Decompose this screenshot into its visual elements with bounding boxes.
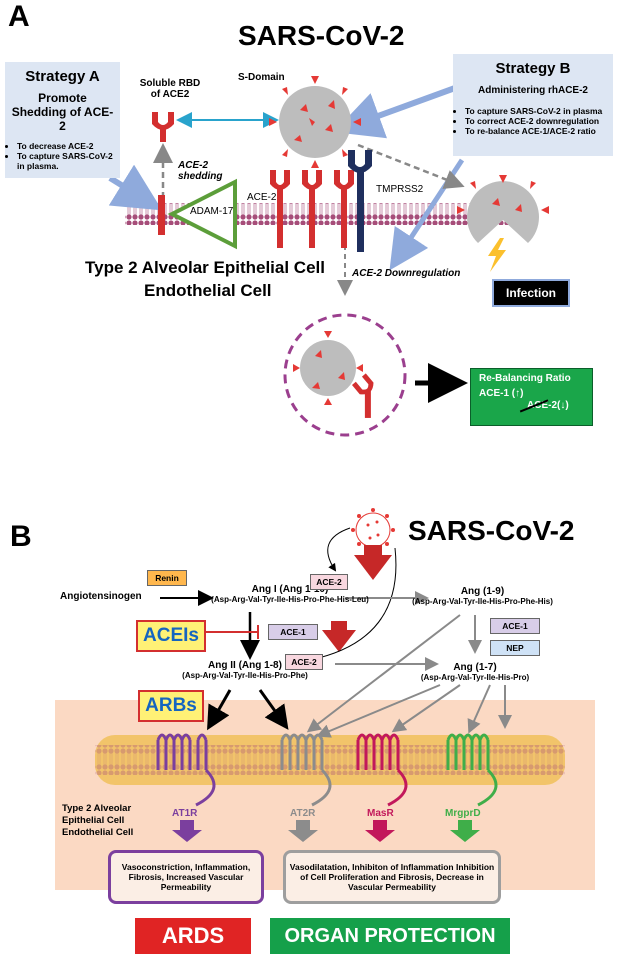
adam17-label: ADAM-17 xyxy=(190,206,234,217)
rebalancing-ace2: ACE-2(↓) xyxy=(527,400,569,411)
ace2-receptors xyxy=(270,170,354,248)
infecting-virion xyxy=(457,175,549,272)
rebalancing-box: Re-Balancing Ratio ACE-1 (↑) ACE-2(↓) xyxy=(470,368,593,426)
ang1-name: Ang I (Ang 1-10) xyxy=(251,584,329,595)
panel-b-letter: B xyxy=(10,520,32,553)
ang1-node: Ang I (Ang 1-10) (Asp-Arg-Val-Tyr-Ile-Hi… xyxy=(200,584,380,604)
outcome-bad-box: Vasoconstriction, Inflammation, Fibrosis… xyxy=(108,850,264,904)
at1r-down-arrow xyxy=(172,830,202,842)
ang2-node: Ang II (Ang 1-8) (Asp-Arg-Val-Tyr-Ile-Hi… xyxy=(165,660,325,680)
ards-badge: ARDS xyxy=(135,918,251,954)
ang17-to-mrgprd xyxy=(467,684,491,734)
shed-ace2-stub xyxy=(158,195,165,235)
strategy-a-arrow xyxy=(108,164,163,211)
cell-label-b: Type 2 Alveolar Epithelial Cell Endothel… xyxy=(62,803,133,839)
strategy-b-arrow-virus xyxy=(333,85,457,139)
cell-type-label-line2: Endothelial Cell xyxy=(144,281,272,300)
ang19-seq: (Asp-Arg-Val-Tyr-Ile-His-Pro-Phe-His) xyxy=(412,597,553,606)
tmprss2-receptor xyxy=(348,150,372,252)
strategy-a-bullet: To capture SARS-CoV-2 in plasma. xyxy=(17,151,120,171)
cell-label-line3: Endothelial Cell xyxy=(62,827,134,838)
cell-label-line2: Epithelial Cell xyxy=(62,815,125,826)
at2r-down-arrow xyxy=(288,830,318,842)
at2r-receptor xyxy=(280,733,332,807)
aceis-box: ACEIs xyxy=(136,620,206,652)
rebalancing-ace1: ACE-1 (↑) xyxy=(479,388,524,399)
adam17-triangle xyxy=(167,178,237,250)
panel-a-letter: A xyxy=(8,0,30,33)
strategy-b-bullets: To capture SARS-CoV-2 in plasma To corre… xyxy=(453,106,613,136)
mrgprd-receptor xyxy=(446,733,498,807)
ace2-shedding-label: ACE-2 shedding xyxy=(178,160,223,182)
ace2-downregulation-label: ACE-2 Downregulation xyxy=(352,268,461,279)
strategy-b-subheading: Administering rhACE-2 xyxy=(477,85,588,96)
ang19-node: Ang (1-9) (Asp-Arg-Val-Tyr-Ile-His-Pro-P… xyxy=(395,586,570,606)
at2r-label: AT2R xyxy=(290,808,316,819)
ang2-seq: (Asp-Arg-Val-Tyr-Ile-His-Pro-Phe) xyxy=(182,671,308,680)
ang2-to-at1r-arrow xyxy=(207,689,232,731)
captured-virion xyxy=(293,331,374,418)
panel-a-title: SARS-CoV-2 xyxy=(238,20,405,51)
ace1-box-mid: ACE-1 xyxy=(268,624,318,640)
tmprss2-label: TMPRSS2 xyxy=(376,184,424,195)
renin-box: Renin xyxy=(147,570,187,586)
ang2-name: Ang II (Ang 1-8) xyxy=(208,660,282,671)
strategy-a-box: Strategy A Promote Shedding of ACE-2 To … xyxy=(5,62,120,178)
ace2-label: ACE-2 xyxy=(247,192,277,203)
ang17-seq: (Asp-Arg-Val-Tyr-Ile-His-Pro) xyxy=(420,673,530,682)
virus-to-ace2-low-curve xyxy=(308,547,397,663)
s-domain-label: S-Domain xyxy=(238,72,285,83)
ang19-to-at2r xyxy=(306,614,461,733)
sars-cov-2-icon-b xyxy=(351,508,395,552)
cell-label-line1: Type 2 Alveolar xyxy=(62,803,132,814)
ace2-box-low: ACE-2 xyxy=(285,654,323,670)
soluble-ace2-receptor xyxy=(152,112,174,142)
ang19-name: Ang (1-9) xyxy=(460,586,505,597)
panel-b-title: SARS-CoV-2 xyxy=(408,515,575,546)
strategy-a-bullet: To decrease ACE-2 xyxy=(17,141,120,151)
arbs-box: ARBs xyxy=(138,690,204,722)
red-down-arrow-1 xyxy=(354,555,392,580)
ang17-node: Ang (1-7) (Asp-Arg-Val-Tyr-Ile-His-Pro) xyxy=(400,662,550,682)
mrgprd-down-arrow xyxy=(450,830,480,842)
strategy-b-box: Strategy B Administering rhACE-2 To capt… xyxy=(453,54,613,156)
masr-down-arrow xyxy=(365,830,395,842)
sars-cov-2-virion xyxy=(269,76,361,168)
ace1-box-right: ACE-1 xyxy=(490,618,540,634)
virus-to-ace2-curve xyxy=(327,527,351,572)
strategy-b-bullet: To correct ACE-2 downregulation xyxy=(465,116,613,126)
nep-box: NEP xyxy=(490,640,540,656)
lightning-icon xyxy=(488,238,506,272)
organ-protection-badge: ORGAN PROTECTION xyxy=(270,918,510,954)
mrgprd-label: MrgprD xyxy=(445,808,481,819)
rebalancing-title: Re-Balancing Ratio xyxy=(479,373,571,384)
outcome-good-box: Vasodilatation, Inhibiton of Inflammatio… xyxy=(283,850,501,904)
at1r-receptor xyxy=(156,733,216,807)
strategy-a-heading: Strategy A xyxy=(25,68,100,85)
ang17-to-masr xyxy=(391,684,461,733)
soluble-rbd-label: Soluble RBD of ACE2 xyxy=(139,78,201,100)
masr-receptor xyxy=(356,733,408,807)
ang17-name: Ang (1-7) xyxy=(453,662,497,673)
masr-label: MasR xyxy=(367,808,394,819)
red-down-arrow-2 xyxy=(322,630,356,652)
ang2-to-at2r-arrow xyxy=(258,689,289,730)
captured-virus-circle xyxy=(283,313,407,437)
angiotensinogen-label: Angiotensinogen xyxy=(60,591,142,602)
ang17-to-at2r xyxy=(316,684,441,738)
ace2-box-top: ACE-2 xyxy=(310,574,348,590)
cell-type-label-line1: Type 2 Alveolar Epithelial Cell xyxy=(85,258,325,277)
at1r-label: AT1R xyxy=(172,808,198,819)
strategy-b-bullet: To re-balance ACE-1/ACE-2 ratio xyxy=(465,126,613,136)
strategy-a-bullets: To decrease ACE-2 To capture SARS-CoV-2 … xyxy=(5,141,120,171)
infection-badge: Infection xyxy=(492,279,570,307)
infection-arrow xyxy=(357,143,465,189)
strategy-b-heading: Strategy B xyxy=(495,60,571,77)
ang1-seq: (Asp-Arg-Val-Tyr-Ile-His-Pro-Phe-His-Leu… xyxy=(211,595,369,604)
strategy-b-bullet: To capture SARS-CoV-2 in plasma xyxy=(465,106,613,116)
strategy-a-subheading: Promote Shedding of ACE-2 xyxy=(11,91,114,133)
